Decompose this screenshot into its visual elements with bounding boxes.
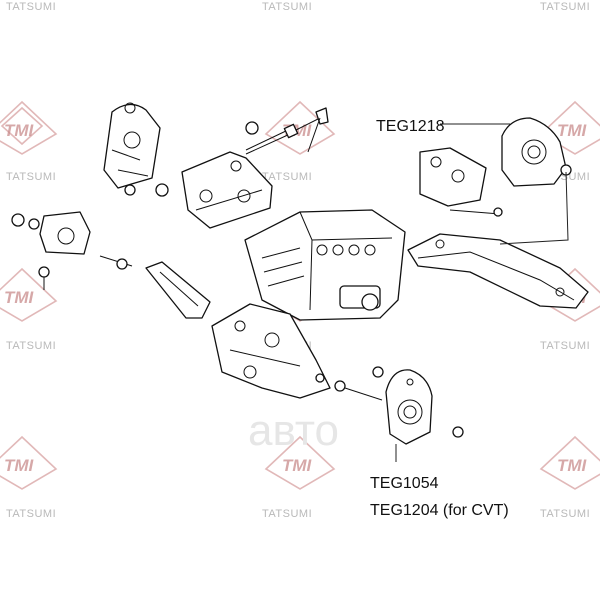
upper-mount-bracket: [103, 102, 169, 197]
tmi-logo: TMI: [0, 100, 58, 155]
wm-tmi-text: TMI: [557, 121, 588, 140]
wm-tmi-text: TMI: [4, 288, 35, 307]
wm-text: TATSUMI: [262, 171, 312, 183]
tmi-logo: TMI: [539, 100, 600, 155]
top-bolts: [245, 107, 329, 155]
wm-tmi-text: TMI: [4, 456, 35, 475]
wm-text: TATSUMI: [540, 340, 590, 352]
wm-tmi-text: TMI: [4, 121, 35, 140]
right-bracket: [419, 147, 503, 217]
watermark-tmi-logos: TMI TMI TMI TMI TMI TMI: [0, 100, 600, 490]
leader-subframe: [499, 171, 569, 245]
wm-text: TATSUMI: [6, 340, 56, 352]
tmi-logo: TMI: [539, 435, 600, 490]
engine-block: [244, 209, 406, 321]
wm-text: TATSUMI: [6, 1, 56, 13]
part-labels: TEG1218 TEG1054 TEG1204 (for CVT): [370, 118, 509, 519]
label-teg1054: TEG1054: [370, 475, 439, 492]
left-side-mount: [11, 211, 91, 290]
center-watermark: авто: [248, 406, 339, 455]
link-rod: [99, 255, 211, 319]
subframe-crossmember: [407, 233, 589, 309]
side-bracket: [181, 151, 273, 229]
tmi-logo: TMI: [0, 435, 58, 490]
tmi-logo: TMI: [0, 267, 58, 322]
wm-text: TATSUMI: [262, 1, 312, 13]
tmi-logo: TMI: [264, 435, 336, 490]
transmission-mount-teg1054: [385, 369, 464, 445]
label-teg1204: TEG1204 (for CVT): [370, 502, 509, 519]
wm-text: TATSUMI: [540, 508, 590, 520]
lower-mount-bracket: [211, 303, 331, 399]
engine-mount-teg1218: [501, 117, 572, 187]
label-teg1218: TEG1218: [376, 118, 445, 135]
wm-tmi-text: TMI: [557, 456, 588, 475]
wm-text: TATSUMI: [540, 1, 590, 13]
wm-text: TATSUMI: [262, 508, 312, 520]
wm-text: TATSUMI: [6, 508, 56, 520]
lower-bolt: [334, 366, 384, 401]
wm-text: TATSUMI: [6, 171, 56, 183]
leader-lines: [395, 123, 569, 462]
wm-tmi-text: TMI: [282, 456, 313, 475]
